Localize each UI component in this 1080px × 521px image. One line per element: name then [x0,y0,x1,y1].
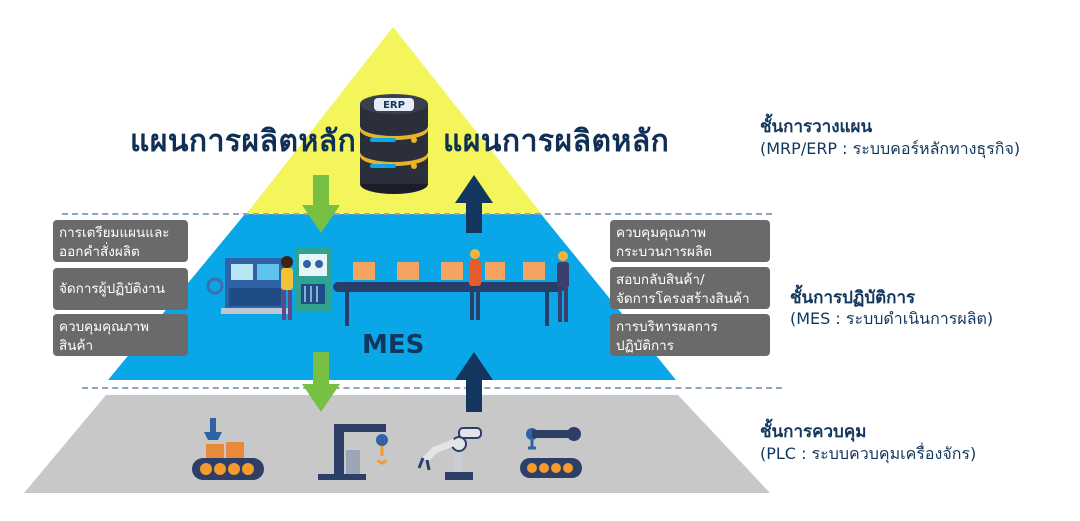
control-layer [24,395,770,493]
packing-robot-icon [192,418,264,480]
crane-arm-icon [318,424,388,480]
function-box-performance: การบริหารผลการ ปฏิบัติการ [610,314,770,356]
level-title-planning: ชั้นการวางแผน [760,117,873,137]
up-arrow-icon [455,352,493,412]
function-box-product-quality: ควบคุมคุณภาพ สินค้า [53,314,188,356]
level-subtitle-control: (PLC : ระบบควบคุมเครื่องจักร) [760,444,977,463]
robotic-arm-icon [417,427,482,480]
erp-badge: ERP [383,100,405,111]
function-box-traceability: สอบกลับสินค้า/ จัดการโครงสร้างสินค้า [610,267,770,309]
down-arrow-icon [302,175,340,233]
plan-title-right: แผนการผลิตหลัก [443,124,670,159]
plan-title-left: แผนการผลิตหลัก [130,124,357,159]
separator-top [62,213,772,215]
down-arrow-icon [302,352,340,412]
up-arrow-icon [455,175,493,233]
operations-layer [108,214,676,380]
function-box-plan-orders: การเตรียมแผนและ ออกคำสั่งผลิต [53,220,188,262]
separator-bottom [82,387,782,389]
factory-line-icon [206,248,569,326]
function-box-process-quality: ควบคุมคุณภาพ กระบวนการผลิต [610,220,770,262]
mes-label: MES [362,330,425,360]
level-subtitle-operations: (MES : ระบบดำเนินการผลิต) [790,309,994,328]
level-title-operations: ชั้นการปฏิบัติการ [790,288,916,308]
function-box-workforce: จัดการผู้ปฏิบัติงาน [53,268,188,310]
erp-server-icon: ERP [360,94,428,194]
level-title-control: ชั้นการควบคุม [760,422,867,442]
level-subtitle-planning: (MRP/ERP : ระบบคอร์หลักทางธุรกิจ) [760,139,1021,158]
conveyor-robot-icon [520,427,582,478]
